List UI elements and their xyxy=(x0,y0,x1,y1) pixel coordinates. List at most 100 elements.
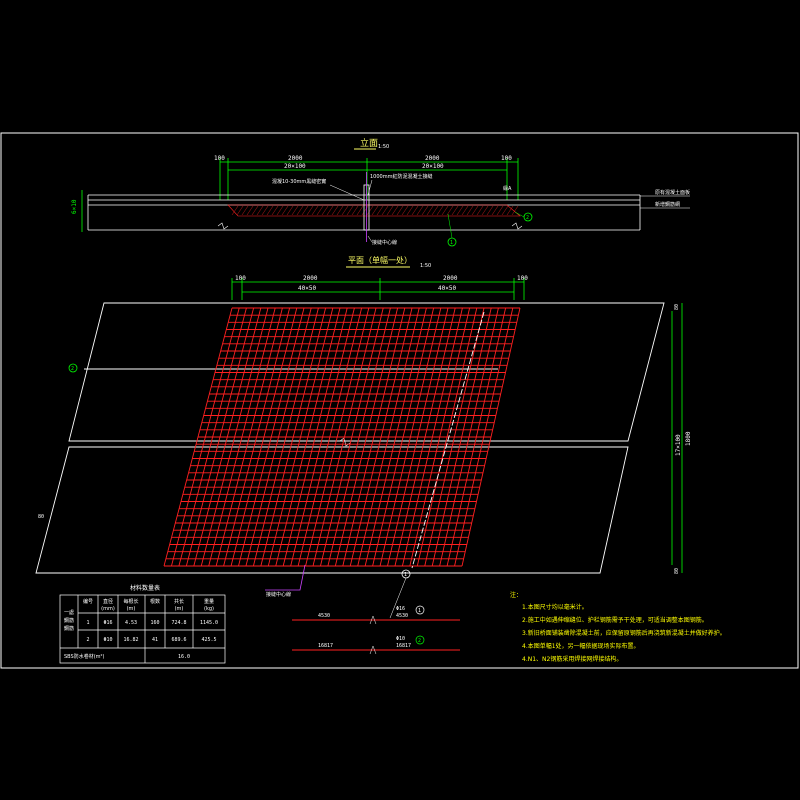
hatch-line xyxy=(246,205,254,216)
plan-dim-2000-left: 2000 xyxy=(303,275,318,282)
rebar-longitudinal xyxy=(290,307,355,567)
rebar-longitudinal xyxy=(208,307,276,567)
rebar-longitudinal xyxy=(163,307,233,567)
hatch-line xyxy=(441,205,449,216)
table-cell: 1145.0 xyxy=(200,620,218,626)
hatch-line xyxy=(416,205,424,216)
elevation-dim-100-left: 100 xyxy=(214,155,225,162)
rebar-longitudinal xyxy=(461,307,521,567)
rebar-longitudinal xyxy=(282,307,348,567)
hatch-line xyxy=(331,205,339,216)
table-cell: 724.8 xyxy=(171,620,186,626)
rebar-1-break xyxy=(369,615,377,625)
rebar-longitudinal xyxy=(238,307,305,567)
material-table-grid xyxy=(59,594,226,664)
hatch-line xyxy=(401,205,409,216)
hatch-line xyxy=(341,205,349,216)
rebar-longitudinal xyxy=(260,307,327,567)
hatch-line xyxy=(316,205,324,216)
rebar-longitudinal xyxy=(171,307,240,567)
elevation-break-right xyxy=(511,222,523,230)
hatch-line xyxy=(501,205,509,216)
table-header-cell: (m) xyxy=(175,606,184,612)
plan-callout-2 xyxy=(68,363,78,373)
rebar-longitudinal xyxy=(409,307,471,567)
hatch-line xyxy=(326,205,334,216)
plan-joint-line xyxy=(411,311,485,569)
table-cell: 2 xyxy=(86,637,89,643)
plan-scale: 1:50 xyxy=(420,263,431,269)
hatch-line xyxy=(381,205,389,216)
rebar-longitudinal xyxy=(230,307,298,567)
plan-break xyxy=(339,437,351,447)
hatch-line xyxy=(411,205,419,216)
plan-left-dim-80: 80 xyxy=(38,514,44,520)
plan-dim-100-right: 100 xyxy=(517,275,528,282)
hatch-line xyxy=(286,205,294,216)
rebar-longitudinal xyxy=(267,307,334,567)
plan-callout-1-label: 1 xyxy=(404,572,407,578)
rebar-longitudinal xyxy=(349,307,413,567)
rebar-longitudinal xyxy=(252,307,319,567)
material-table: 材料数量表 一處鋼筋鋼筋 编号直径(mm)每根长(m)根数共长(m)重量(kg)… xyxy=(59,584,226,664)
rebar-longitudinal xyxy=(379,307,442,567)
table-header-cell: 共长 xyxy=(174,598,184,605)
elevation-hatch-zone xyxy=(227,204,521,217)
elevation-note-bottom: 接縫中心線 xyxy=(372,239,397,246)
rebar-longitudinal xyxy=(193,307,262,567)
rebar-longitudinal xyxy=(215,307,283,567)
rebar-longitudinal xyxy=(223,307,291,567)
hatch-line xyxy=(281,205,289,216)
hatch-line xyxy=(321,205,329,216)
note-5: 4.N1、N2钢筋采用焊接网焊接结构。 xyxy=(522,655,622,663)
hatch-line xyxy=(271,205,279,216)
plan-leader-label: 接縫中心線 xyxy=(266,591,291,598)
hatch-line xyxy=(396,205,404,216)
elevation-note-bottom-leader xyxy=(367,235,373,243)
hatch-line xyxy=(276,205,284,216)
hatch-line xyxy=(451,205,459,216)
rebar-longitudinal xyxy=(364,307,427,567)
elevation-break-left xyxy=(217,222,229,230)
rebar-longitudinal xyxy=(178,307,247,567)
elevation-callout-2-leader xyxy=(514,211,525,218)
rebar-longitudinal xyxy=(245,307,312,567)
rebar-longitudinal xyxy=(394,307,456,567)
elevation-view: 立面 1:50 100 2000 2000 100 20×100 20×100 … xyxy=(71,137,690,247)
plan-dim-100-left: 100 xyxy=(235,275,246,282)
rebar-longitudinal xyxy=(185,307,255,567)
hatch-line xyxy=(301,205,309,216)
rebar-longitudinal xyxy=(334,307,399,567)
hatch-line xyxy=(256,205,264,216)
rebar-longitudinal xyxy=(416,307,478,567)
plan-leader xyxy=(265,564,306,591)
rebar-1-total: 4530 xyxy=(396,613,408,619)
hatch-line xyxy=(486,205,494,216)
hatch-line xyxy=(456,205,464,216)
hatch-line xyxy=(506,205,514,216)
hatch-line xyxy=(336,205,344,216)
plan-dim-sub-left: 40×50 xyxy=(298,285,316,292)
table-header-cell: 重量 xyxy=(204,598,214,605)
rebar-longitudinal xyxy=(275,307,341,567)
elevation-note-right: 緣A xyxy=(503,185,512,192)
rebar-longitudinal xyxy=(387,307,449,567)
hatch-line xyxy=(391,205,399,216)
rebar-2-callout-label: 2 xyxy=(418,638,421,644)
rebar-longitudinal xyxy=(297,307,363,567)
rebar-longitudinal xyxy=(357,307,420,567)
table-cell: 160 xyxy=(150,620,159,626)
hatch-line xyxy=(496,205,504,216)
elevation-dim-100-right: 100 xyxy=(501,155,512,162)
table-cell: 425.5 xyxy=(201,637,216,643)
hatch-line xyxy=(261,205,269,216)
rebar-longitudinal xyxy=(200,307,269,567)
plan-deck-upper xyxy=(68,302,665,442)
notes-title: 注： xyxy=(510,591,522,599)
rebar-longitudinal xyxy=(424,307,485,567)
hatch-line xyxy=(386,205,394,216)
hatch-line xyxy=(351,205,359,216)
elevation-dim-sub-left: 20×100 xyxy=(284,163,306,170)
hatch-line xyxy=(446,205,454,216)
